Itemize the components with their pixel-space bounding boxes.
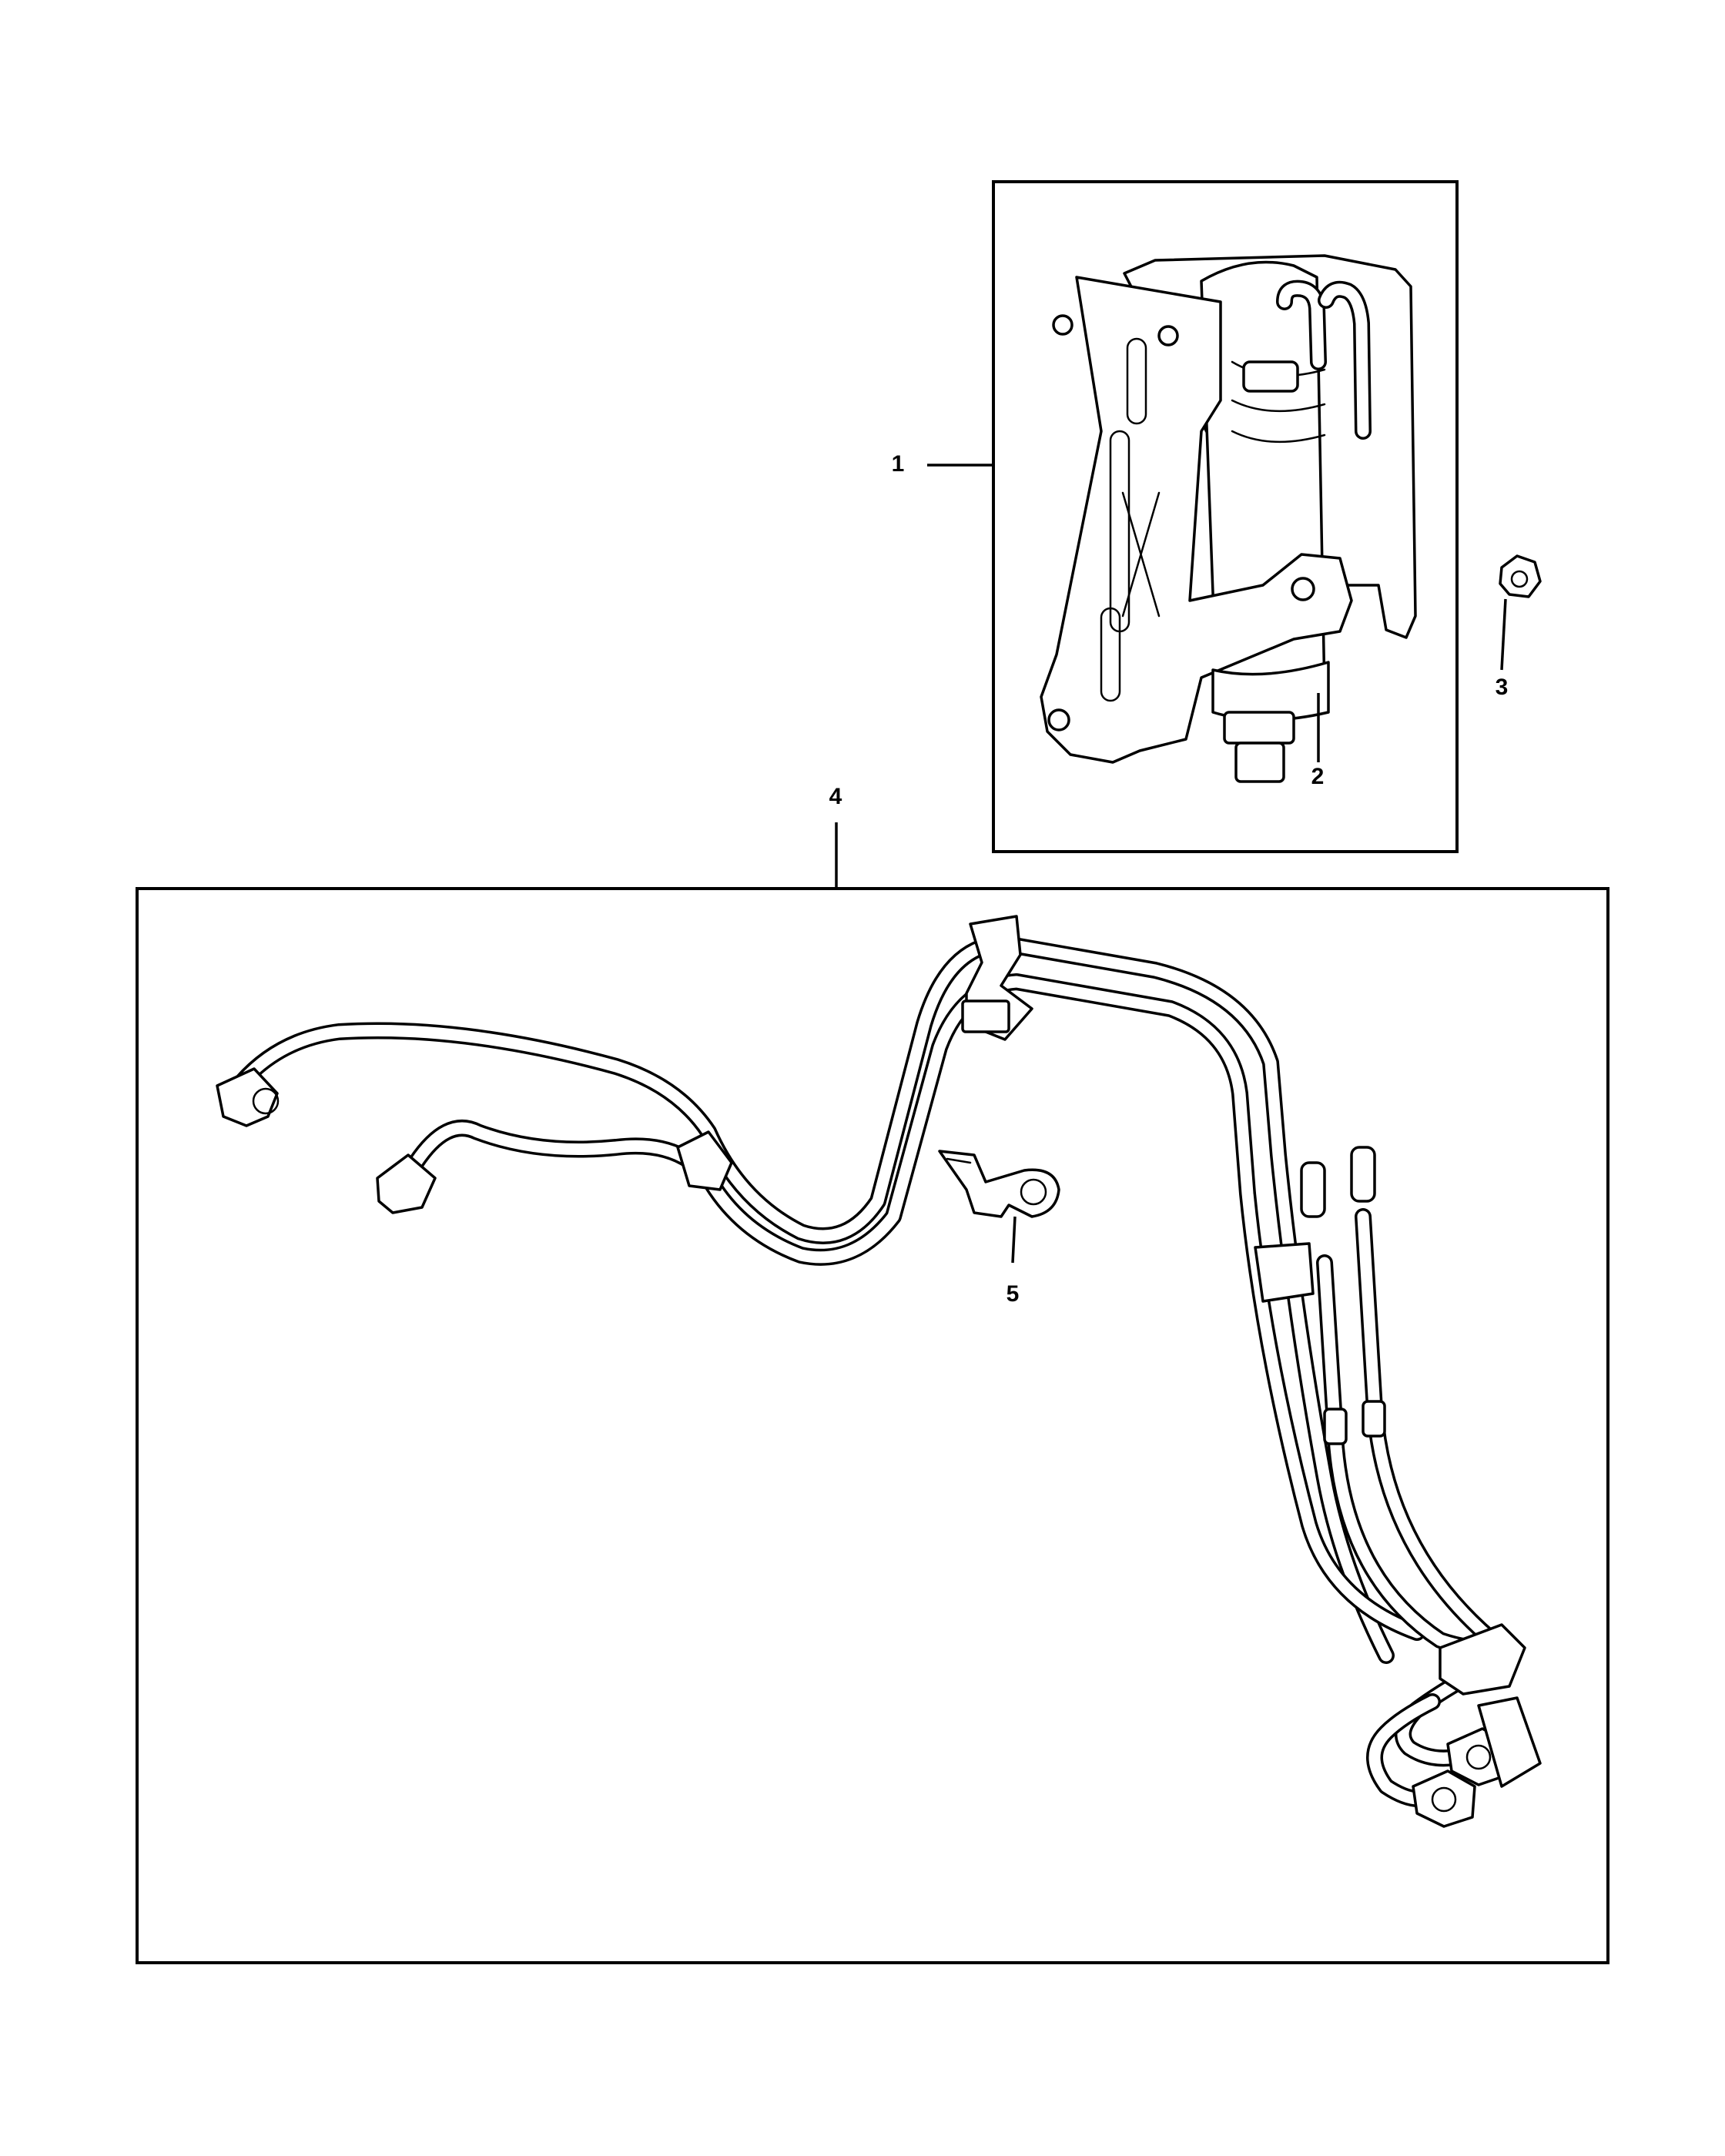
callout-1: 1 [892, 451, 905, 477]
fuel-tube-bundle-icon[interactable] [216, 915, 1542, 1828]
tube-bundle-frame [136, 887, 1609, 1964]
callout-2: 2 [1311, 764, 1325, 789]
tube-clip-icon[interactable] [938, 1150, 1060, 1218]
hex-nut-icon[interactable] [1499, 554, 1542, 598]
callout-5: 5 [1007, 1281, 1020, 1307]
callout-3: 3 [1496, 675, 1509, 700]
filter-assembly-frame [992, 180, 1459, 853]
leader-line-5 [1011, 1216, 1017, 1264]
fuel-filter-bracket-assembly-icon[interactable] [1040, 254, 1417, 783]
leader-line-3 [1500, 598, 1507, 671]
callout-4: 4 [829, 784, 842, 809]
